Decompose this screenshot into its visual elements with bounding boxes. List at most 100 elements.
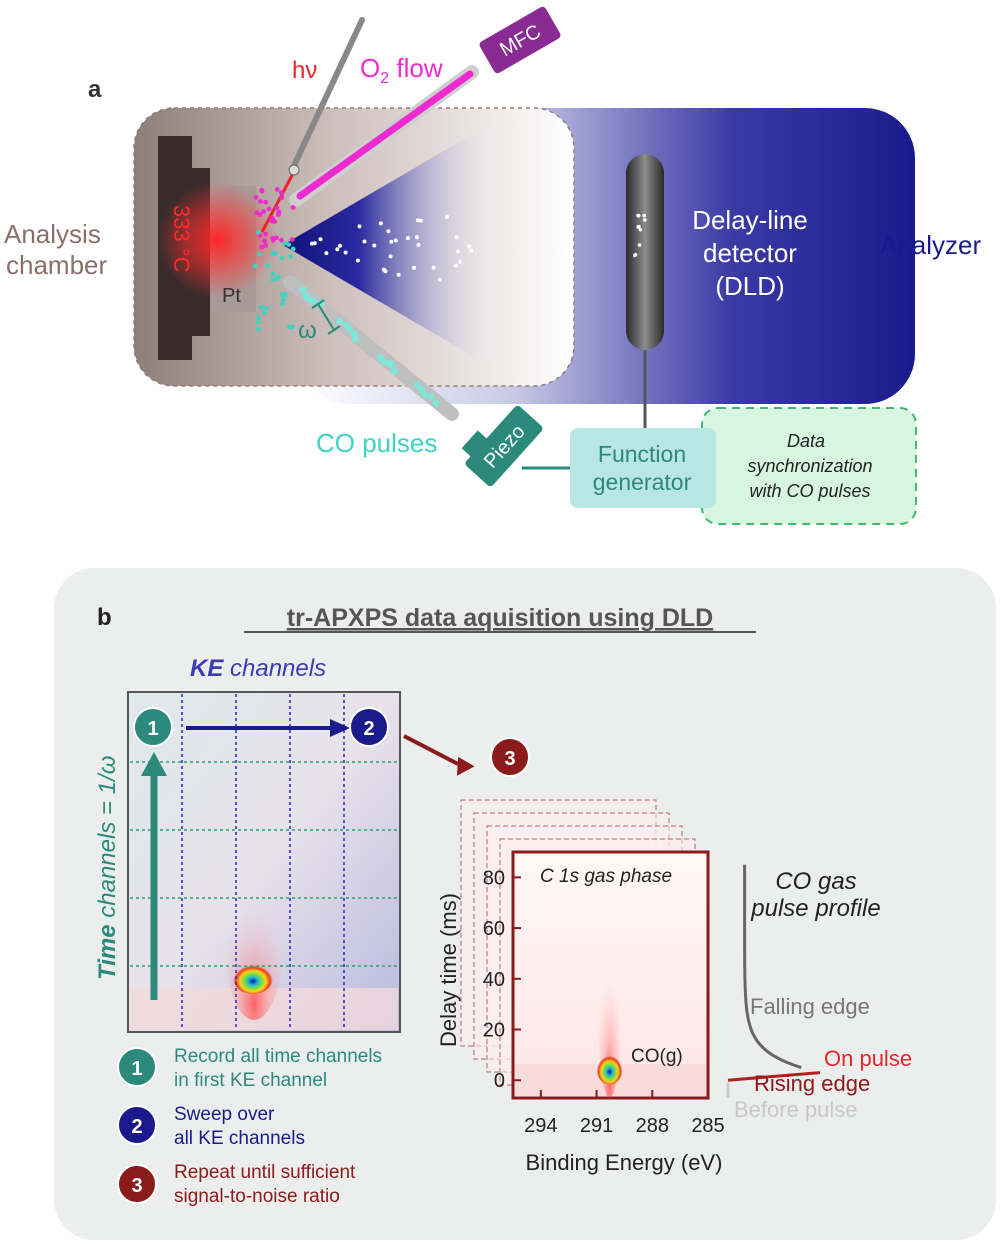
xray-beam [260, 167, 298, 233]
before-pulse-label: Before pulse [734, 1097, 858, 1122]
photoelectron [388, 254, 393, 259]
o2-molecule [289, 237, 295, 243]
co-pulse-dot [432, 399, 440, 407]
step2-marker-label: 2 [363, 718, 374, 740]
o2-molecule [269, 218, 275, 224]
legend-2-line2: all KE channels [174, 1128, 305, 1149]
sync-label-line3: with CO pulses [749, 481, 870, 501]
co-molecule [252, 263, 258, 269]
detector-hit [637, 243, 642, 247]
function-generator-line1: Function [598, 441, 686, 467]
photoelectron [405, 236, 410, 241]
o2-molecule [259, 244, 265, 250]
photoelectron [372, 243, 377, 248]
photoelectron [355, 258, 360, 263]
x-tick-label: 294 [524, 1115, 557, 1137]
photoelectron [416, 218, 420, 223]
photoelectron [458, 259, 463, 264]
co-pulse-dot [427, 393, 435, 401]
omega-spacing-marker [311, 299, 341, 335]
co-molecule [255, 320, 261, 325]
o2-molecule [263, 243, 269, 248]
o2-molecule [261, 209, 266, 215]
legend-1-line1: Record all time channels [174, 1046, 382, 1067]
co-molecule [271, 251, 277, 256]
detector-label-line3: (DLD) [715, 271, 784, 301]
y-tick-label: 60 [483, 918, 505, 940]
co-pulse-dot [388, 361, 395, 369]
photoelectron [454, 235, 459, 240]
legend-item-2: 2 Sweep over all KE channels [117, 1104, 305, 1149]
photoelectron [343, 250, 348, 255]
co-pulse-dot [345, 325, 353, 332]
sync-label-line1: Data [787, 431, 825, 451]
co-molecule [257, 252, 262, 257]
photoelectron [378, 221, 383, 226]
co-molecule [256, 326, 261, 332]
photoelectron [338, 243, 342, 248]
ke-channels-label: KE channels [190, 655, 326, 682]
co-molecule [282, 291, 288, 297]
co-pulse-dot [351, 335, 359, 343]
ke-channels-bold: KE [190, 655, 224, 682]
photoelectron [357, 224, 362, 229]
time-channels-bold: Time [94, 924, 121, 980]
panel-b: b tr-APXPS data aquisition using DLD KE … [54, 568, 996, 1240]
step2-marker [349, 707, 389, 747]
legend-item-1: 1 Record all time channels in first KE c… [117, 1046, 382, 1091]
co-pulse-dot [380, 358, 388, 366]
heat-glow [158, 182, 278, 298]
o2-molecule [279, 237, 284, 243]
photoelectron [362, 239, 367, 244]
piezo-actuator: Piezo [461, 405, 543, 487]
legend-item-3: 3 Repeat until sufficient signal-to-nois… [117, 1162, 356, 1207]
spectrum-marks [596, 927, 623, 1098]
channel-hotspot [233, 962, 273, 994]
legend-marker-1-label: 1 [131, 1058, 142, 1080]
peak-hotspot [596, 1052, 623, 1085]
time-channels-label: Time channels = 1/ω [94, 756, 121, 980]
y-tick-label: 40 [483, 969, 505, 991]
legend-2-line1: Sweep over [174, 1104, 275, 1125]
photoelectron [396, 272, 401, 277]
profile-title-line2: pulse profile [750, 895, 880, 922]
spectrum-inner-title: C 1s gas phase [540, 866, 672, 887]
photoelectron [335, 247, 340, 252]
photoelectron [386, 229, 391, 234]
detector-hits [632, 213, 647, 258]
o2-molecule [274, 235, 279, 241]
y-tick-label: 0 [494, 1070, 505, 1092]
photoelectron [324, 251, 329, 256]
o2-molecule [253, 194, 259, 200]
co-pulse-dot [413, 381, 421, 389]
analysis-chamber-label-line1: Analysis [4, 219, 101, 249]
panel-a-label: a [88, 76, 102, 103]
mfc-box: MFC [479, 6, 561, 74]
photoelectron [416, 242, 421, 247]
legend-marker-2-label: 2 [131, 1116, 142, 1138]
legend-1-line2: in first KE channel [174, 1070, 327, 1091]
sample-label: Pt [222, 285, 241, 307]
co-molecule [280, 301, 285, 307]
photoelectron [469, 248, 474, 253]
o2-molecule [254, 210, 260, 216]
spectrum-ylabel: Delay time (ms) [436, 893, 461, 1047]
delay-line-detector [626, 154, 664, 350]
o2-molecule [259, 187, 265, 193]
o2-molecule [279, 195, 285, 200]
co-pulse-dot [421, 391, 429, 399]
x-tick-label: 291 [580, 1115, 613, 1137]
function-generator-line2: generator [593, 469, 692, 495]
time-channels-rest: channels = 1/ω [94, 756, 121, 925]
o2-molecule [276, 212, 281, 217]
sync-label-line2: synchronization [747, 456, 872, 476]
o2-label-rest: flow [389, 53, 443, 83]
legend-3-line1: Repeat until sufficient [174, 1162, 356, 1183]
ke-channels-rest: channels [223, 655, 326, 682]
detector-label-line1: Delay-line [692, 205, 808, 235]
detector-hit [638, 227, 643, 232]
o2-molecule [262, 238, 267, 244]
co-molecule [258, 304, 264, 310]
profile-title-line1: CO gas [775, 868, 856, 895]
xray-aperture [288, 164, 300, 176]
